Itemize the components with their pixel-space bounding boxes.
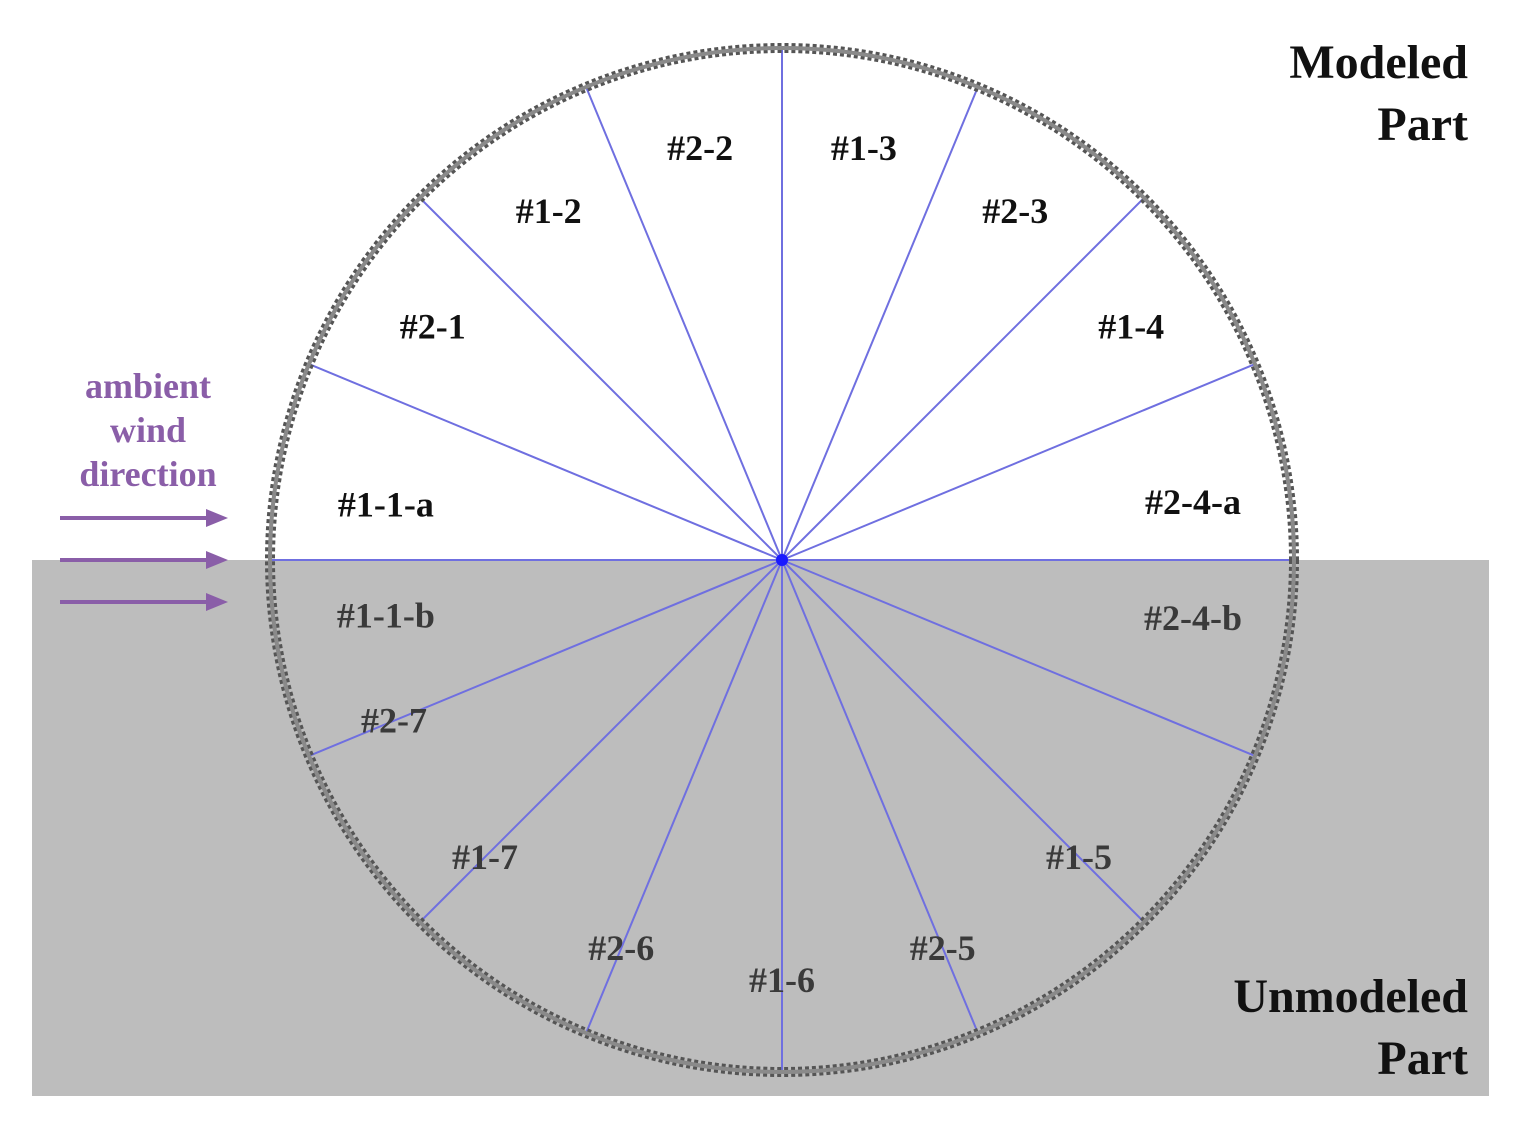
spoke-line <box>781 363 1256 561</box>
sector-label: #1-4 <box>1098 307 1164 347</box>
wind-arrows <box>60 509 228 611</box>
sector-label: #1-2 <box>516 191 582 231</box>
modeled-label-line-1: Modeled <box>1289 36 1468 89</box>
sector-label: #2-3 <box>982 191 1048 231</box>
spoke-line <box>781 559 1256 757</box>
spoke-line <box>585 86 783 561</box>
spoke-lines <box>308 48 1256 1072</box>
wind-label-line-2: wind <box>110 410 186 450</box>
sector-label: #1-7 <box>452 837 518 877</box>
sector-label: #2-2 <box>667 128 733 168</box>
sector-label: #2-6 <box>588 928 654 968</box>
unmodeled-label-line-1: Unmodeled <box>1233 970 1468 1023</box>
center-point <box>776 554 788 566</box>
spoke-line <box>419 559 783 923</box>
sector-label: #2-5 <box>910 928 976 968</box>
sector-label: #1-5 <box>1046 837 1112 877</box>
sector-labels: #1-1-a #2-1 #1-2 #2-2 #1-3 #2-3 #1-4 #2-4-a #1-1… <box>337 128 1242 1000</box>
sector-label: #1-6 <box>749 960 815 1000</box>
wind-label-line-3: direction <box>79 454 216 494</box>
sector-label: #2-4-b <box>1144 598 1242 638</box>
arrow-right-icon <box>206 551 228 569</box>
sector-label: #2-4-a <box>1145 482 1241 522</box>
arrow-right-icon <box>206 593 228 611</box>
spoke-line <box>781 559 1145 923</box>
unmodeled-label-line-2: Part <box>1377 1032 1468 1085</box>
spoke-line <box>585 559 783 1034</box>
arrow-right-icon <box>206 509 228 527</box>
modeled-label-line-2: Part <box>1377 98 1468 151</box>
wind-label-line-1: ambient <box>85 366 211 406</box>
spoke-line <box>308 559 783 757</box>
sector-label: #2-7 <box>361 701 427 741</box>
circle-rim-inner <box>268 46 1296 1074</box>
sector-label: #2-1 <box>400 307 466 347</box>
spoke-line <box>419 197 783 561</box>
spoke-line <box>308 363 783 561</box>
spoke-line <box>781 86 979 561</box>
sector-label: #1-1-a <box>338 484 434 524</box>
spoke-line <box>781 197 1145 561</box>
sector-label: #1-1-b <box>337 596 435 636</box>
sector-label: #1-3 <box>831 128 897 168</box>
spoke-line <box>781 559 979 1034</box>
